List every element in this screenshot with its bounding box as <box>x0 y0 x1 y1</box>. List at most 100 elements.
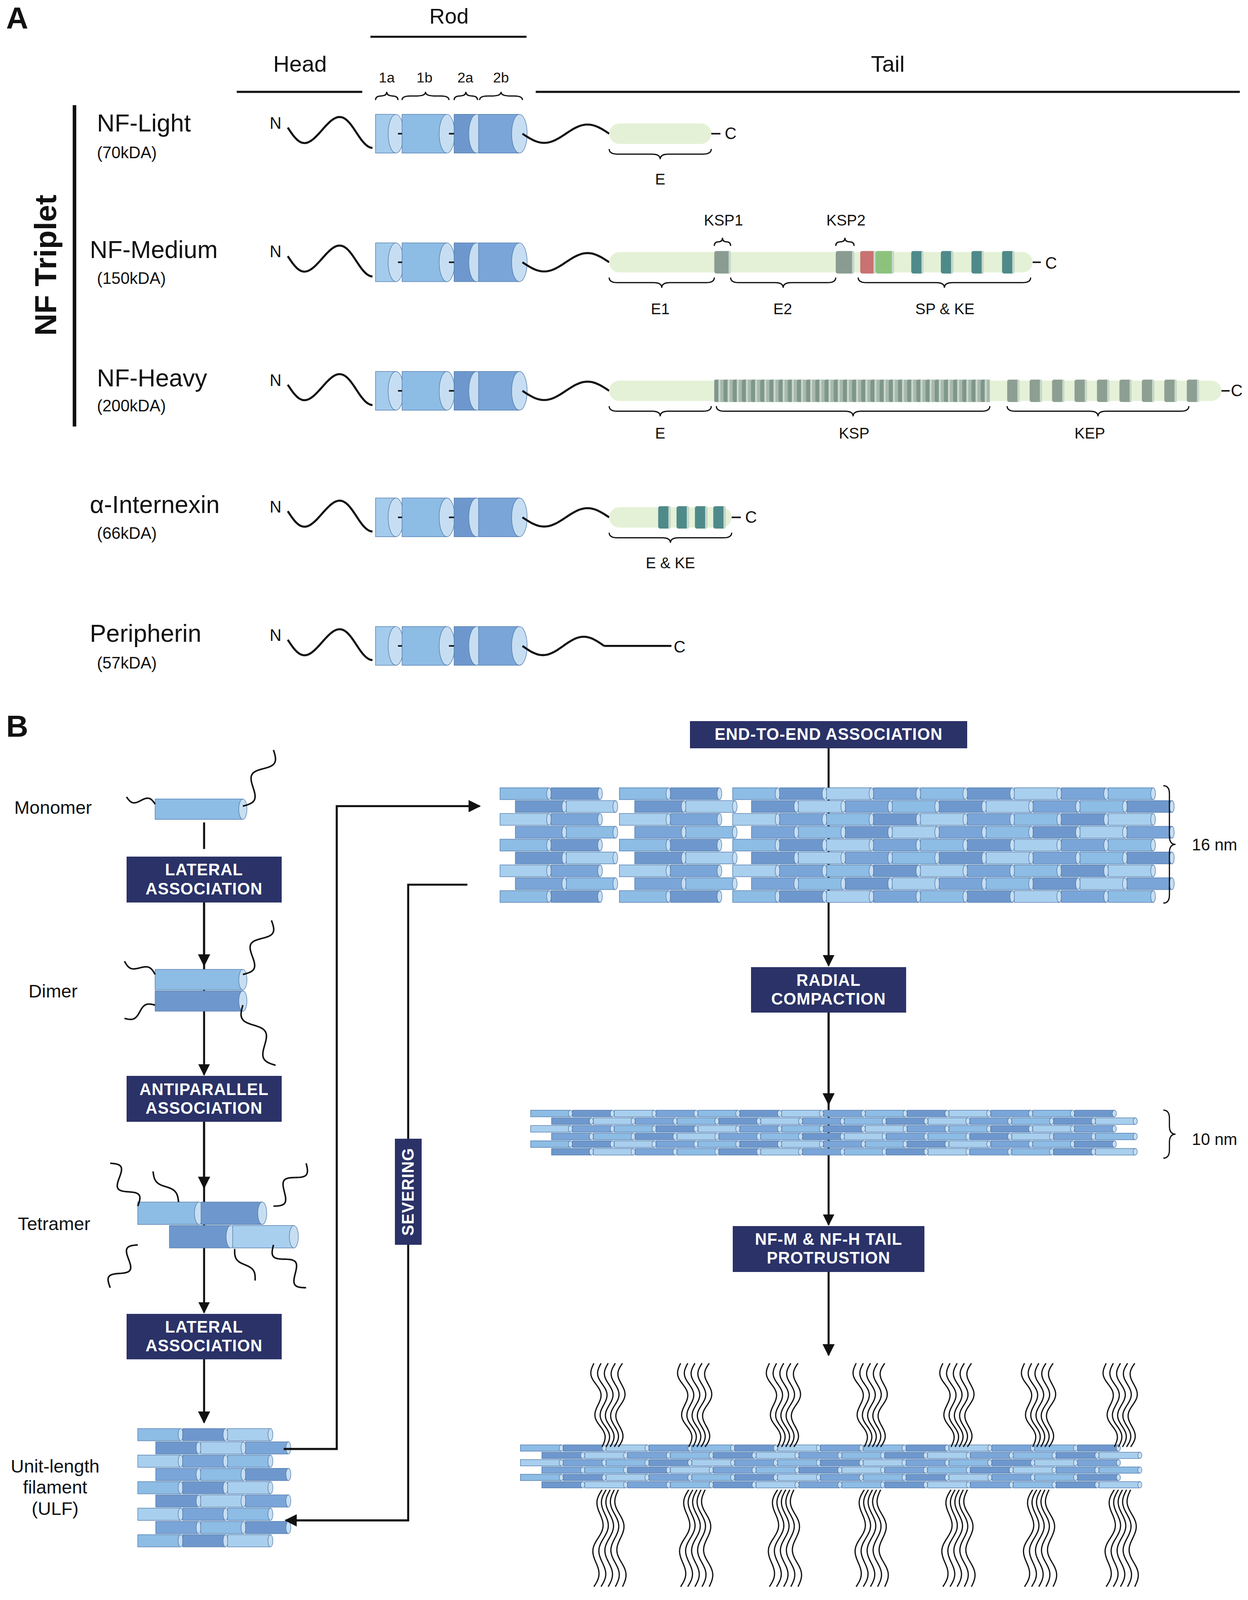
cylinder-cap <box>732 800 738 813</box>
tail-segment <box>888 379 895 403</box>
cylinder <box>670 865 722 878</box>
cylinder-cap <box>631 1133 636 1141</box>
cylinder <box>826 890 874 903</box>
protruding-tail <box>941 1490 953 1587</box>
cylinder-cap <box>178 1455 184 1468</box>
cylinder-cap <box>1122 877 1128 890</box>
protruding-tail <box>959 1490 969 1587</box>
cylinder-body <box>845 826 891 839</box>
cylinder-body <box>1014 890 1060 903</box>
cylinder-body <box>670 839 720 852</box>
cylinder-body <box>1077 1445 1119 1452</box>
cylinder-cap <box>1056 865 1062 878</box>
cylinder-cap <box>665 865 671 878</box>
cylinder-cap <box>822 788 828 801</box>
cylinder <box>614 1141 657 1148</box>
cylinder-cap <box>602 1474 607 1481</box>
cylinder-cap <box>751 1481 756 1488</box>
cylinder-body <box>886 1148 926 1156</box>
cylinder-cap <box>1091 1133 1096 1141</box>
figure-label: KSP <box>838 424 870 443</box>
filament-block <box>107 1163 308 1288</box>
cylinder <box>823 1110 866 1117</box>
tail-segment <box>1074 379 1087 403</box>
cylinder-cap <box>1007 1117 1012 1125</box>
cylinder-cap <box>388 497 404 537</box>
step-text: LATERAL ASSOCIATION <box>132 1317 276 1356</box>
cylinder <box>515 800 567 813</box>
figure-label: SP & KE <box>915 300 975 318</box>
cylinder-cap <box>1150 839 1156 852</box>
cylinder <box>739 1110 782 1117</box>
cylinder-cap <box>859 1445 864 1452</box>
cylinder <box>1108 788 1156 801</box>
cylinder-body <box>760 1148 801 1156</box>
cylinder-cap <box>267 1481 273 1494</box>
cylinder-body <box>606 1459 648 1466</box>
cylinder <box>454 626 485 666</box>
brace <box>609 406 712 417</box>
segment-edge <box>686 506 690 529</box>
cylinder-cap <box>673 1117 678 1125</box>
cylinder <box>500 788 552 801</box>
tail-segment <box>860 250 876 274</box>
protruding-tail <box>866 1363 877 1448</box>
cylinder <box>884 1481 928 1488</box>
cylinder-body <box>530 1125 571 1133</box>
segment-edge <box>865 379 868 403</box>
cylinder-body <box>520 1459 562 1466</box>
cylinder-body <box>1034 1474 1076 1481</box>
cylinder <box>739 1125 782 1133</box>
cylinder-body <box>732 890 778 903</box>
cylinder-body <box>739 1110 780 1117</box>
cylinder-body <box>948 1110 989 1117</box>
cylinder-cap <box>241 1468 247 1481</box>
cylinder <box>155 1521 202 1534</box>
cylinder-cap <box>903 1141 908 1148</box>
dimer-head <box>124 1004 156 1020</box>
cylinder-body <box>713 1452 755 1459</box>
cylinder-cap <box>241 1521 247 1534</box>
cylinder <box>155 799 247 820</box>
cylinder-cap <box>1116 1459 1121 1466</box>
cylinder-body <box>863 1459 905 1466</box>
segment-edge <box>891 250 895 274</box>
figure-label: N <box>269 242 282 262</box>
cylinder-cap <box>793 877 799 890</box>
tetramer-tail <box>273 1163 308 1207</box>
cylinder-cap <box>1075 877 1081 890</box>
segment-edge <box>736 379 739 403</box>
cylinder-cap <box>1009 1452 1014 1459</box>
cylinder <box>873 865 921 878</box>
cylinder <box>927 1466 971 1474</box>
cylinder-cap <box>439 242 455 282</box>
figure-label: (66kDA) <box>96 524 157 543</box>
monomer-figure <box>126 750 276 820</box>
pathway-line <box>203 822 206 850</box>
figure-label: Tail <box>870 51 905 78</box>
cylinder <box>820 1445 864 1452</box>
segment-edge <box>819 379 822 403</box>
cylinder-body <box>515 826 565 839</box>
protruding-tail <box>1104 1490 1116 1587</box>
cylinder <box>182 1428 229 1441</box>
cylinder <box>732 865 780 878</box>
cylinder-body <box>541 1481 583 1488</box>
cylinder-cap <box>1009 839 1015 852</box>
cylinder-body <box>627 1481 669 1488</box>
cylinder-body <box>670 788 720 801</box>
cylinder-body <box>751 826 797 839</box>
cylinder <box>1095 1117 1138 1125</box>
cylinder <box>137 1481 184 1494</box>
cylinder <box>751 852 799 865</box>
cylinder-cap <box>546 890 552 903</box>
cylinder <box>1074 1125 1117 1133</box>
cylinder-cap <box>439 626 455 666</box>
cylinder-body <box>245 1494 289 1507</box>
step-text: LATERAL ASSOCIATION <box>132 860 276 899</box>
cylinder-body <box>734 1474 776 1481</box>
cylinder-body <box>732 839 778 852</box>
tail-segment <box>714 250 731 274</box>
cylinder <box>1033 852 1081 865</box>
cylinder <box>606 1474 649 1481</box>
